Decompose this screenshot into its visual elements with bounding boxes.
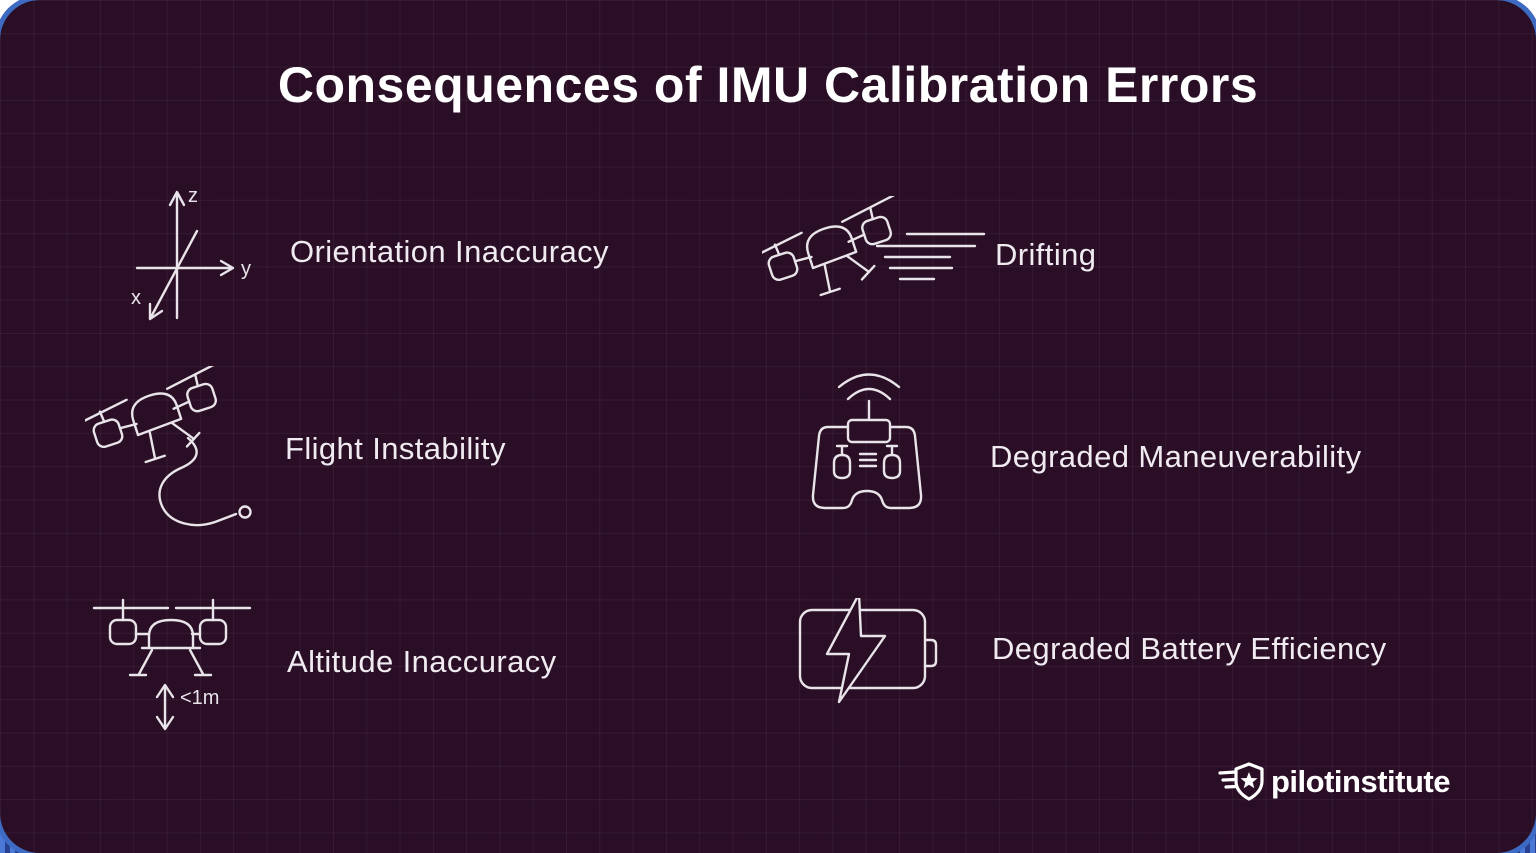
item-label-altitude-inaccuracy: Altitude Inaccuracy	[287, 644, 557, 679]
brand-name: pilotinstitute	[1271, 764, 1450, 799]
y-axis-label: y	[241, 258, 251, 280]
altitude-range-label: <1m	[180, 687, 219, 709]
unstable-flight-path-drone-icon	[85, 366, 270, 538]
xyz-axes-icon: z y x	[125, 176, 260, 328]
item-label-degraded-maneuverability: Degraded Maneuverability	[990, 439, 1362, 474]
winged-shield-star-icon	[1218, 762, 1264, 801]
battery-lightning-icon	[797, 598, 947, 708]
drifting-drone-icon	[762, 196, 990, 324]
item-label-degraded-battery-efficiency: Degraded Battery Efficiency	[992, 631, 1387, 666]
page-title: Consequences of IMU Calibration Errors	[277, 57, 1259, 113]
item-label-flight-instability: Flight Instability	[285, 431, 506, 466]
drone-altitude-arrow-icon: <1m	[88, 594, 258, 734]
item-label-drifting: Drifting	[995, 237, 1097, 272]
pilot-institute-logo: pilotinstitute	[1218, 758, 1450, 806]
item-label-orientation-inaccuracy: Orientation Inaccuracy	[290, 234, 609, 269]
x-axis-label: x	[131, 287, 141, 309]
z-axis-label: z	[188, 185, 198, 207]
remote-controller-signal-icon	[803, 365, 933, 515]
